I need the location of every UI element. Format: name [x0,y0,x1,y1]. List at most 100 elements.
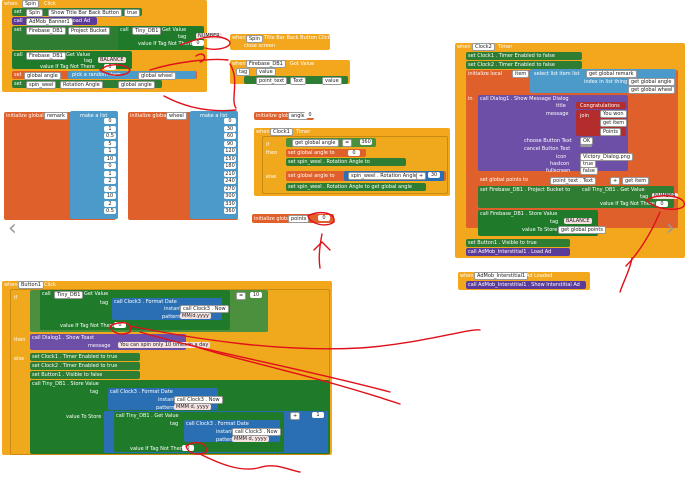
global-angle-chip[interactable]: global angle [118,81,155,89]
number-tag[interactable]: NUMBER [652,193,678,199]
clock1-disable[interactable] [466,52,582,60]
firebase-chip[interactable]: Firebase_DB1 [246,60,286,68]
points-name[interactable]: points [288,215,310,223]
pick-random-block[interactable] [68,71,196,79]
get-item-chip[interactable]: get item [600,119,628,127]
get-remark-chip[interactable]: get global remark [586,70,637,78]
zero-value[interactable]: 0 [348,150,360,156]
clock2-disable[interactable] [466,61,582,69]
get-angle-chip[interactable]: get global angle [292,139,339,147]
date-pattern[interactable]: MMM d, yyyy [232,436,269,442]
show-title-prop[interactable]: Show Title Bar Back Button [48,9,123,17]
init_wheel-list-item[interactable]: 30 [224,125,236,132]
bucket-prop[interactable]: Project Bucket [68,27,110,35]
bucket-row[interactable] [478,186,674,208]
eq-op[interactable]: = [236,292,247,300]
zero-value[interactable]: 0 [182,445,194,451]
title-string[interactable] [576,102,626,109]
get-points-chip[interactable]: get global points [558,226,606,234]
wheel-name[interactable]: wheel [166,112,187,120]
init_remark-list-item[interactable]: 0.5 [104,133,116,139]
init_remark-list-item[interactable]: 0 [104,163,116,169]
balance-tag[interactable]: BALANCE [98,57,126,63]
init_wheel-list-item[interactable]: 330 [224,200,236,207]
value-10[interactable]: 10 [250,292,262,298]
init_remark-list-item[interactable]: 0.5 [104,208,116,214]
date-pattern[interactable]: MMM d, yyyy [174,404,211,410]
init_wheel-list-item[interactable]: 60 [224,133,236,139]
init_remark-list-item[interactable]: 5 [104,140,116,147]
icon-file-text[interactable]: Victory_Dialog.png [580,153,634,161]
get-angle-chip[interactable]: get global angle [628,78,675,86]
limit-message[interactable]: You can spin only 10 times in a day [118,342,211,348]
get-item-chip[interactable]: get item [622,177,650,185]
spin-chip[interactable]: Spin [246,35,263,43]
plus-op[interactable]: + [290,412,301,420]
tinydb-chip[interactable]: Tiny_DB1 [54,291,84,299]
firebase-chip[interactable]: Firebase_DB1 [26,52,66,60]
init_remark-list-item[interactable]: 10 [104,155,116,162]
value-30[interactable]: 30 [428,172,440,178]
true-chip[interactable]: true [124,9,141,17]
interstitial-load-row[interactable] [466,248,570,256]
rotation-angle-chip[interactable]: Rotation Angle [60,81,103,89]
zero-value[interactable]: 0 [114,322,126,328]
button-hide[interactable] [30,371,140,379]
init_wheel-list-item[interactable]: 120 [224,148,236,154]
init_wheel-list-item[interactable]: 150 [224,155,236,162]
plus-op[interactable]: + [416,172,427,180]
get-wheel-chip[interactable]: get global wheel [628,86,676,94]
tinydb-chip[interactable]: Tiny_DB1 [132,27,162,35]
init_wheel-list-item[interactable]: 180 [224,163,236,169]
clock1-chip[interactable]: Clock1 [270,128,293,136]
zero-value[interactable]: 0 [104,64,116,70]
global-wheel-chip[interactable]: global wheel [138,72,176,80]
set-rotation-row-2[interactable] [286,183,426,191]
init-angle-block[interactable] [254,112,314,120]
clock-now-chip[interactable]: call Clock3 . Now [180,305,229,313]
spin-chip[interactable]: Spin [26,9,43,17]
cancel-text[interactable] [580,145,592,147]
button-visible-row[interactable] [466,239,570,247]
init_remark-list-item[interactable]: 2 [104,178,116,184]
clock-now-chip[interactable]: call Clock3 . Now [232,428,281,436]
ok-text[interactable]: OK [580,137,594,145]
date-pattern[interactable]: MM/d.yyyy [180,313,211,319]
init_remark-list-item[interactable]: 1 [104,148,116,154]
false-chip[interactable]: false [580,167,598,175]
init_wheel-list-item[interactable]: 300 [224,193,236,199]
init_wheel-list-item[interactable]: 210 [224,170,236,177]
number-tag[interactable]: NUMBER [196,33,222,39]
chevron-left-icon[interactable]: ‹ [8,216,17,241]
init_wheel-list-item[interactable]: 0 [224,118,236,124]
remark-name[interactable]: remark [44,112,68,120]
global-angle-chip[interactable]: global angle [24,72,61,80]
value-chip[interactable]: value [322,77,342,85]
tag-param[interactable]: tag [236,68,251,76]
init_remark-list-item[interactable]: 1 [104,125,116,132]
init_wheel-list-item[interactable]: 360 [224,208,236,214]
init_remark-list-item[interactable]: 0 [104,185,116,192]
init_wheel-list-item[interactable]: 90 [224,140,236,147]
point-text-chip[interactable]: point_text [256,77,288,85]
init_remark-list-item[interactable]: 10 [104,193,116,199]
interstitial-chip[interactable]: AdMob_Interstitial1 [474,272,529,280]
rotation-angle-chip[interactable]: spin_weel . Rotation Angle [348,172,420,180]
eq-op[interactable]: = [342,139,353,147]
spin-component[interactable]: Spin [22,0,39,8]
set-rotation-row[interactable] [286,158,406,166]
set-angle-zero[interactable] [286,149,366,157]
clock2-enable[interactable] [30,362,140,370]
clock1-enable[interactable] [30,353,140,361]
zero-value[interactable]: 0 [304,112,316,118]
init_wheel-list-item[interactable]: 270 [224,185,236,192]
points-text[interactable]: Points [600,128,622,136]
clock-now-chip[interactable]: call Clock3 . Now [174,396,223,404]
item-name[interactable]: item [512,70,530,78]
admob-chip[interactable]: AdMob_Banner1 [26,18,73,26]
button1-chip[interactable]: Button1 [18,281,44,289]
balance-tag[interactable]: BALANCE [564,218,592,224]
spin-weel-chip[interactable]: spin_weel [26,81,57,89]
clock2-chip[interactable]: Clock2 [472,43,495,51]
firebase-chip[interactable]: Firebase_DB1 [26,27,66,35]
